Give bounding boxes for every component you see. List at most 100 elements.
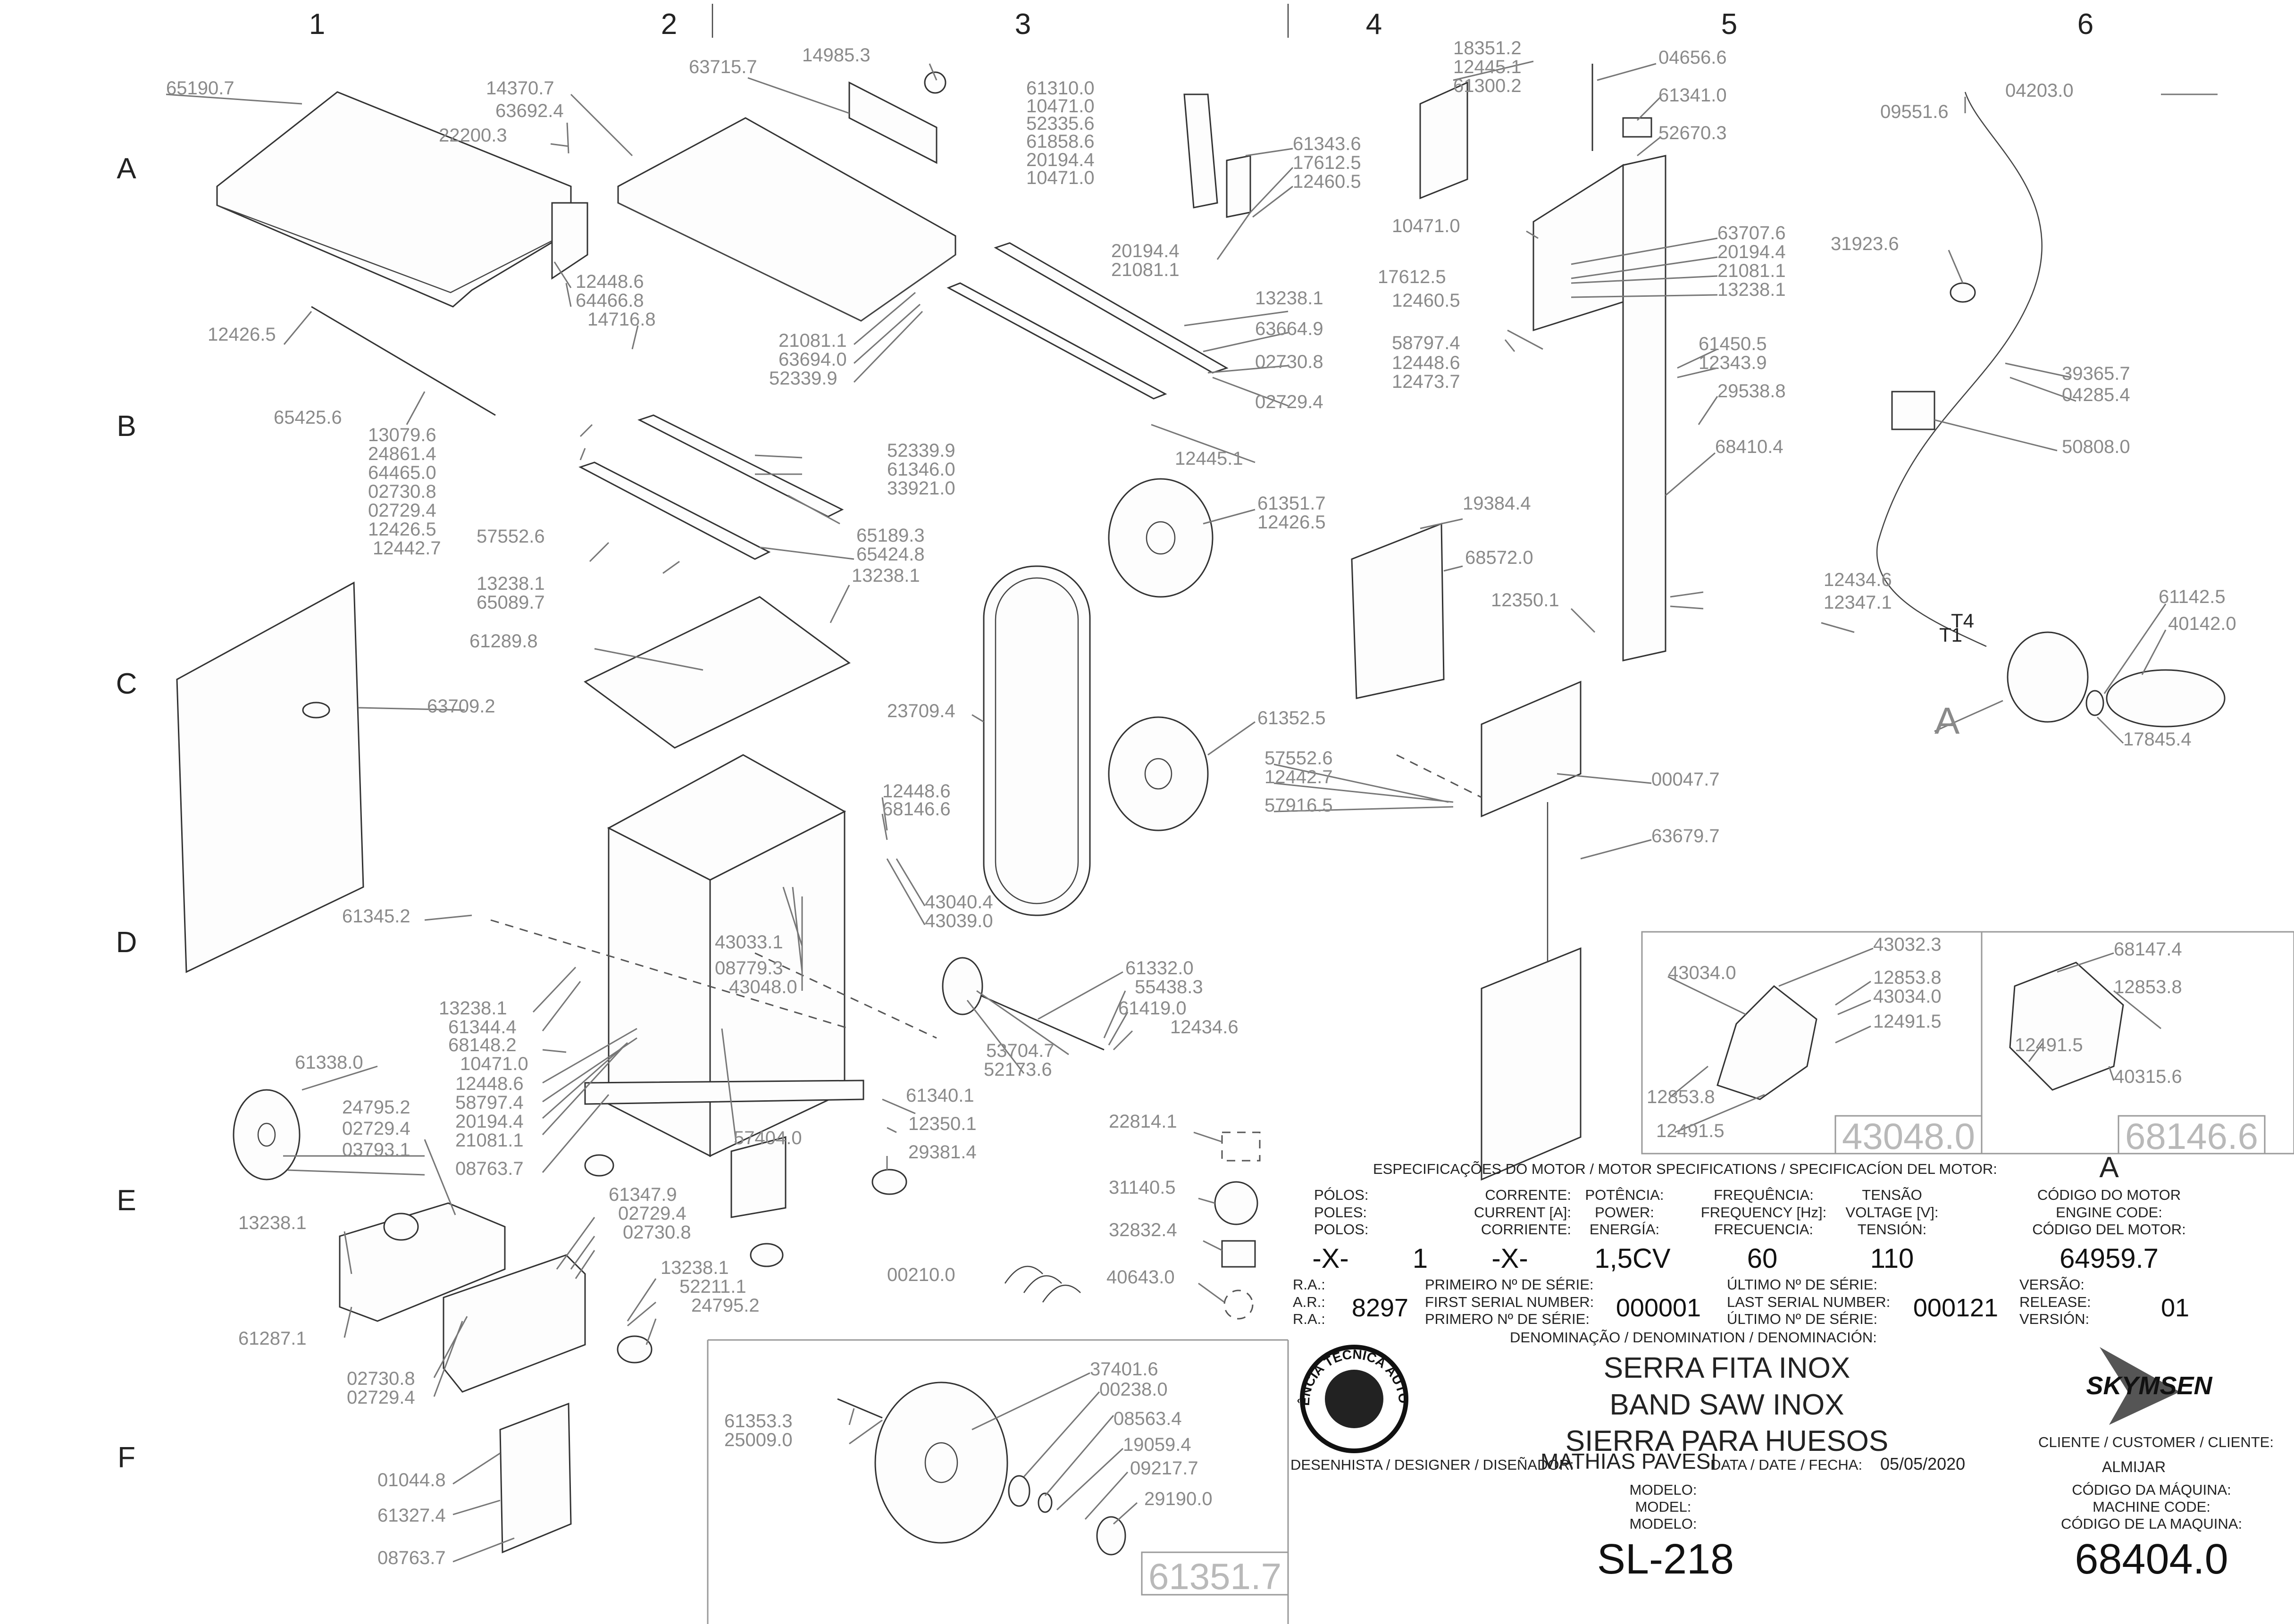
callout-10471-0c: 10471.0 xyxy=(1392,216,1460,236)
leader-line xyxy=(1184,310,1289,326)
leader-line xyxy=(570,1236,595,1270)
leader-line xyxy=(542,1049,567,1053)
leader-line xyxy=(787,494,840,525)
title-block-label: CORRIENTE: xyxy=(1481,1221,1571,1238)
callout-12491-5a: 12491.5 xyxy=(1873,1011,1942,1032)
title-block-label: R.A.: xyxy=(1293,1311,1325,1327)
callout-10471-0d: 10471.0 xyxy=(460,1054,528,1074)
callout-13238-1g: 13238.1 xyxy=(661,1257,729,1278)
callout-08563-4: 08563.4 xyxy=(1114,1408,1182,1429)
leader-line xyxy=(1273,806,1454,812)
callout-motor-a: A xyxy=(1934,700,1960,742)
leader-line xyxy=(424,1139,456,1215)
callout-33921-0: 33921.0 xyxy=(887,478,955,499)
grid-column-6: 6 xyxy=(2077,8,2093,41)
callout-20194-4c: 20194.4 xyxy=(1717,242,1786,262)
title-block-label: FREQUENCY [Hz]: xyxy=(1701,1204,1826,1221)
slide-rail-1 xyxy=(637,414,844,518)
callout-02729-4d: 02729.4 xyxy=(618,1203,687,1224)
callout-61287-1: 61287.1 xyxy=(238,1328,307,1349)
callout-motor-t1: T1 xyxy=(1939,624,1962,646)
leader-line xyxy=(1212,377,1289,407)
callout-52173-6: 52173.6 xyxy=(984,1059,1052,1080)
blade-guard-upper xyxy=(1481,680,1582,818)
callout-02730-8a: 02730.8 xyxy=(1255,352,1323,372)
leader-line xyxy=(542,1094,610,1173)
leader-line xyxy=(886,858,926,925)
callout-61352-5: 61352.5 xyxy=(1257,708,1326,728)
leader-line xyxy=(721,1028,737,1142)
leader-line xyxy=(424,914,472,921)
leader-line xyxy=(1670,605,1704,610)
callout-12491-5c: 12491.5 xyxy=(2015,1035,2083,1055)
date-label: DATA / DATE / FECHA: xyxy=(1710,1457,1862,1473)
callout-57552-6b: 57552.6 xyxy=(1264,748,1333,769)
callout-61327-4: 61327.4 xyxy=(377,1505,446,1526)
title-block-label: TENSIÓN: xyxy=(1858,1221,1926,1238)
detail-1-bracket xyxy=(1716,985,1817,1100)
leader-line xyxy=(1023,1391,1100,1477)
leader-line xyxy=(406,391,426,425)
lower-wheel-hub xyxy=(1144,758,1172,790)
cabinet-leg-2 xyxy=(730,1136,787,1218)
part-illustrations xyxy=(176,64,2226,1556)
callout-52339-9b: 52339.9 xyxy=(887,440,955,461)
machine-code-value: 68404.0 xyxy=(2075,1536,2228,1583)
leader-line xyxy=(1557,773,1652,784)
leader-line xyxy=(1934,419,2058,452)
motor-base-61287 xyxy=(339,1202,506,1322)
leader-line xyxy=(1108,1012,1129,1046)
table-rail-lower xyxy=(946,282,1167,400)
callout-12434-6b: 12434.6 xyxy=(1170,1017,1239,1038)
upper-wheel xyxy=(1108,478,1214,598)
leader-line xyxy=(1837,999,1871,1015)
current-value: -X- xyxy=(1491,1243,1528,1274)
foot-1 xyxy=(584,1154,614,1177)
leader-line xyxy=(1249,167,1294,213)
callout-63664-9: 63664.9 xyxy=(1255,318,1323,339)
leader-line xyxy=(579,448,586,460)
leader-line xyxy=(1670,591,1704,598)
leader-line xyxy=(882,1098,916,1114)
leader-line xyxy=(283,311,312,345)
ra-value: 8297 xyxy=(1352,1294,1408,1322)
title-block-label: PÓLOS: xyxy=(1314,1187,1368,1203)
callout-02729-4a: 02729.4 xyxy=(1255,392,1323,412)
leader-line xyxy=(2096,716,2124,744)
leader-line xyxy=(1526,230,1539,239)
assembly-line-2 xyxy=(754,952,937,1039)
callout-13079-6: 13079.6 xyxy=(368,425,436,445)
callout-68147-4: 68147.4 xyxy=(2114,939,2182,960)
title-block-label: MODEL: xyxy=(1635,1498,1691,1515)
callout-65089-7: 65089.7 xyxy=(477,592,545,613)
guide-bracket-2 xyxy=(1226,155,1251,218)
leader-line xyxy=(849,1419,883,1445)
callout-57916-5: 57916.5 xyxy=(1264,795,1333,816)
callout-09217-7: 09217.7 xyxy=(1130,1458,1198,1479)
leader-line xyxy=(1198,1197,1215,1204)
callout-25009-0: 25009.0 xyxy=(724,1430,793,1450)
leader-line xyxy=(1665,452,1716,496)
leader-line xyxy=(452,1537,515,1563)
poles-label-group: PÓLOS: POLES: POLOS: xyxy=(1314,1187,1368,1238)
detail-box-2-number-frame xyxy=(2118,1115,2266,1155)
bottom-plate xyxy=(584,596,851,749)
callout-64465-0: 64465.0 xyxy=(368,462,436,483)
leader-line xyxy=(1571,275,1718,284)
callout-43032-3: 43032.3 xyxy=(1873,934,1942,955)
frequency-label-group: FREQUÊNCIA: FREQUENCY [Hz]: FRECUENCIA: xyxy=(1701,1187,1826,1238)
leader-line xyxy=(1273,763,1449,803)
wheel-61351 xyxy=(874,1381,1008,1544)
callout-20194-4a: 20194.4 xyxy=(1026,150,1095,170)
leader-line xyxy=(1571,237,1718,265)
callout-12460-5b: 12460.5 xyxy=(1392,290,1460,311)
callout-19059-4: 19059.4 xyxy=(1123,1434,1191,1455)
title-block-label: CURRENT [A]: xyxy=(1474,1204,1571,1221)
current-label-group: CORRENTE: CURRENT [A]: CORRIENTE: xyxy=(1474,1187,1571,1238)
callout-24861-4: 24861.4 xyxy=(368,444,436,464)
leader-line xyxy=(1056,1448,1124,1511)
callout-00210-0: 00210.0 xyxy=(887,1264,955,1285)
title-block-label: PRIMERO Nº DE SÉRIE: xyxy=(1425,1311,1590,1327)
leader-line xyxy=(1597,63,1657,81)
callout-63709-2: 63709.2 xyxy=(427,696,495,717)
